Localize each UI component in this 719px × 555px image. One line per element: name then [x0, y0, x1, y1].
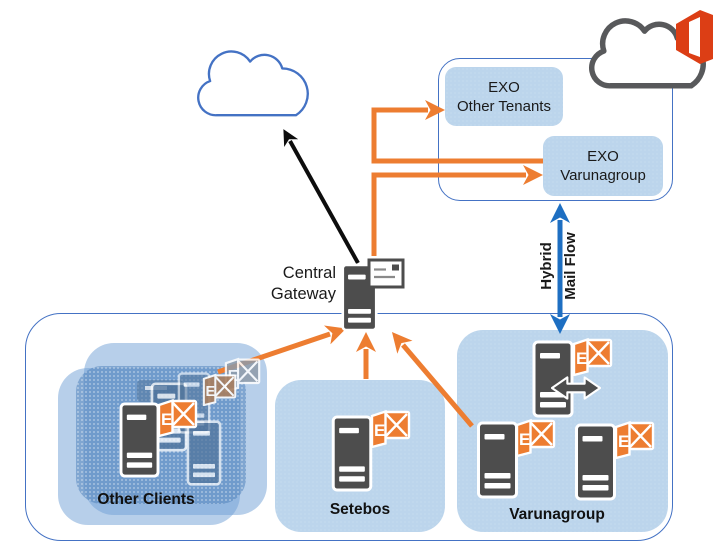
exo-other-tenants-label: EXO Other Tenants [457, 78, 551, 115]
exo-varunagroup-label: EXO Varunagroup [560, 148, 646, 184]
setebos-label: Setebos [329, 501, 391, 518]
hybrid-mail-flow-label-line1: Hybrid [538, 242, 555, 290]
office-logo-icon [676, 10, 713, 64]
varunagroup-group-box [457, 330, 668, 532]
exo-other-tenants-box: EXO Other Tenants [445, 67, 563, 126]
stacked-client-box-front [76, 366, 246, 504]
mail-envelope-icon [367, 258, 405, 289]
hybrid-mail-flow-label-line2: Mail Flow [562, 232, 579, 300]
cloud-icon [197, 50, 309, 117]
arrow-gateway-to-internet [283, 129, 360, 264]
varunagroup-label: Varunagroup [509, 506, 605, 523]
other-clients-label: Other Clients [97, 491, 195, 508]
central-gateway-label: Central Gateway [270, 264, 336, 303]
exo-varunagroup-box: EXO Varunagroup [543, 136, 663, 196]
